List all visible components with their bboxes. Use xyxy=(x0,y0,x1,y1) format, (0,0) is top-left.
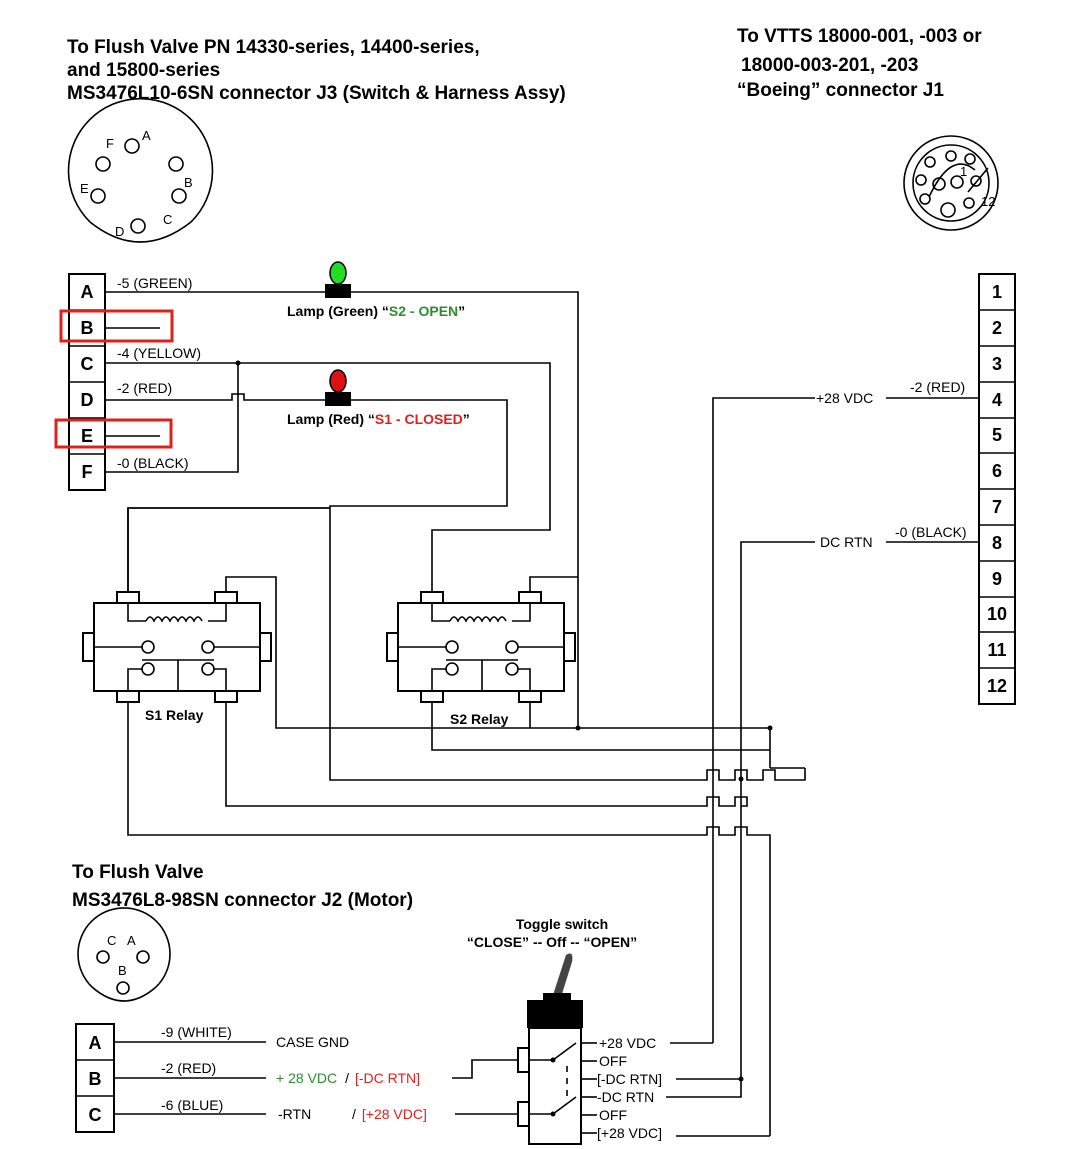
j3-header-line2: and 15800-series xyxy=(67,60,220,81)
j1-header-line2: 18000-003-201, -203 xyxy=(741,55,918,76)
j1-pin-label: 1 xyxy=(992,282,1002,302)
j3-pin-label: A xyxy=(81,282,94,302)
toggle-terminal-6: [+28 VDC] xyxy=(597,1125,662,1141)
j2-c-signal-red: /[+28 VDC] xyxy=(352,1106,427,1122)
j3-header-line1: To Flush Valve PN 14330-series, 14400-se… xyxy=(67,37,480,58)
lamp-green xyxy=(325,261,351,298)
j1-pin-label: 9 xyxy=(992,569,1002,589)
toggle-title-1: Toggle switch xyxy=(516,916,608,932)
j3-wiring xyxy=(105,291,770,781)
j1-pin-label: 10 xyxy=(987,604,1007,624)
j1-face-pin-label: 1 xyxy=(960,164,967,179)
j3-face-pin-label: E xyxy=(80,181,89,196)
lamp-red-label: Lamp (Red) “S1 - CLOSED” xyxy=(287,411,470,427)
j2-header-line1: To Flush Valve xyxy=(72,862,204,883)
relay-bus-wiring xyxy=(127,360,806,1136)
lamp-green-label: Lamp (Green) “S2 - OPEN” xyxy=(287,303,465,319)
toggle-terminal-5: OFF xyxy=(599,1107,627,1123)
j2-pin-label: A xyxy=(89,1033,102,1053)
j3-pin-label: D xyxy=(81,390,94,410)
j2-pin-label: B xyxy=(89,1069,102,1089)
toggle-title-2: “CLOSE” -- Off -- “OPEN” xyxy=(467,934,637,950)
j3-header-line3: MS3476L10-6SN connector J3 (Switch & Har… xyxy=(67,83,566,104)
j1-pin-label: 4 xyxy=(992,390,1002,410)
j3-face-pin-label: C xyxy=(163,212,172,227)
toggle-terminal-4: -DC RTN xyxy=(597,1089,654,1105)
j1-pin4-wire-label: -2 (RED) xyxy=(910,379,965,395)
toggle-output-wiring xyxy=(666,1042,770,1137)
j3-pin-column: A B C D E F xyxy=(54,273,174,491)
toggle-terminal-1: +28 VDC xyxy=(599,1035,656,1051)
j2-c-signal-green: -RTN xyxy=(278,1106,311,1122)
j1-pin-label: 11 xyxy=(987,640,1006,660)
unused-pin-b-highlight xyxy=(59,309,174,343)
j2-b-signal-label: + 28 VDC/[-DC RTN] xyxy=(276,1070,420,1086)
j1-pin-label: 5 xyxy=(992,425,1002,445)
j1-header-line3: “Boeing” connector J1 xyxy=(737,80,944,101)
j1-pin-label: 8 xyxy=(992,533,1002,553)
j2-c-wire-label: -6 (BLUE) xyxy=(161,1097,223,1113)
j2-header-line2: MS3476L8-98SN connector J2 (Motor) xyxy=(72,890,413,911)
unused-pin-e-highlight xyxy=(54,418,173,449)
j2-b-wire-label: -2 (RED) xyxy=(161,1060,216,1076)
j2-wiring xyxy=(114,1041,518,1115)
j2-face-pin-label: A xyxy=(127,933,136,948)
toggle-switch xyxy=(517,953,597,1145)
j2-connector-face: C A B xyxy=(77,907,171,1002)
j1-connector-face: 1 12 xyxy=(903,135,999,231)
j1-wiring xyxy=(712,397,979,768)
j3-face-pin-label: F xyxy=(106,136,114,151)
j3-face-pin-label: A xyxy=(142,128,151,143)
j2-pin-label: C xyxy=(89,1105,102,1125)
wire-label-black: -0 (BLACK) xyxy=(117,455,189,471)
j1-pin4-signal-label: +28 VDC xyxy=(816,390,873,406)
j3-pin-label: E xyxy=(81,426,93,446)
lamp-red xyxy=(325,369,351,406)
j2-pin-column: A B C xyxy=(75,1023,115,1133)
j1-pin-label: 3 xyxy=(992,354,1002,374)
j2-a-wire-label: -9 (WHITE) xyxy=(161,1024,232,1040)
j3-face-pin-label: B xyxy=(184,175,193,190)
j3-face-pin-label: D xyxy=(115,224,124,239)
j2-face-pin-label: C xyxy=(107,933,116,948)
j1-pin-label: 7 xyxy=(992,497,1002,517)
s1-relay xyxy=(82,591,272,703)
wire-label-yellow: -4 (YELLOW) xyxy=(117,345,201,361)
s2-relay xyxy=(386,591,576,703)
j1-pin-label: 6 xyxy=(992,461,1002,481)
j3-connector-face: F A B C D E xyxy=(67,97,214,243)
j1-pin-label: 2 xyxy=(992,318,1002,338)
j1-pin-label: 12 xyxy=(987,676,1007,696)
j1-face-pin-label: 12 xyxy=(981,194,995,209)
j1-pin-column: 1 2 3 4 5 6 7 8 9 10 11 12 xyxy=(978,273,1016,705)
j1-pin8-signal-label: DC RTN xyxy=(820,534,873,550)
wire-label-green: -5 (GREEN) xyxy=(117,275,192,291)
j2-face-pin-label: B xyxy=(118,963,127,978)
toggle-terminal-3: [-DC RTN] xyxy=(597,1071,662,1087)
j3-pin-label: B xyxy=(81,318,94,338)
j2-a-signal-label: CASE GND xyxy=(276,1034,349,1050)
j3-pin-label: F xyxy=(82,462,93,482)
j1-header-line1: To VTTS 18000-001, -003 or xyxy=(737,26,982,47)
s2-relay-label: S2 Relay xyxy=(450,711,509,727)
toggle-terminal-2: OFF xyxy=(599,1053,627,1069)
j1-pin8-wire-label: -0 (BLACK) xyxy=(895,524,967,540)
wire-label-red: -2 (RED) xyxy=(117,380,172,396)
s1-relay-label: S1 Relay xyxy=(145,707,204,723)
j3-pin-label: C xyxy=(81,354,94,374)
